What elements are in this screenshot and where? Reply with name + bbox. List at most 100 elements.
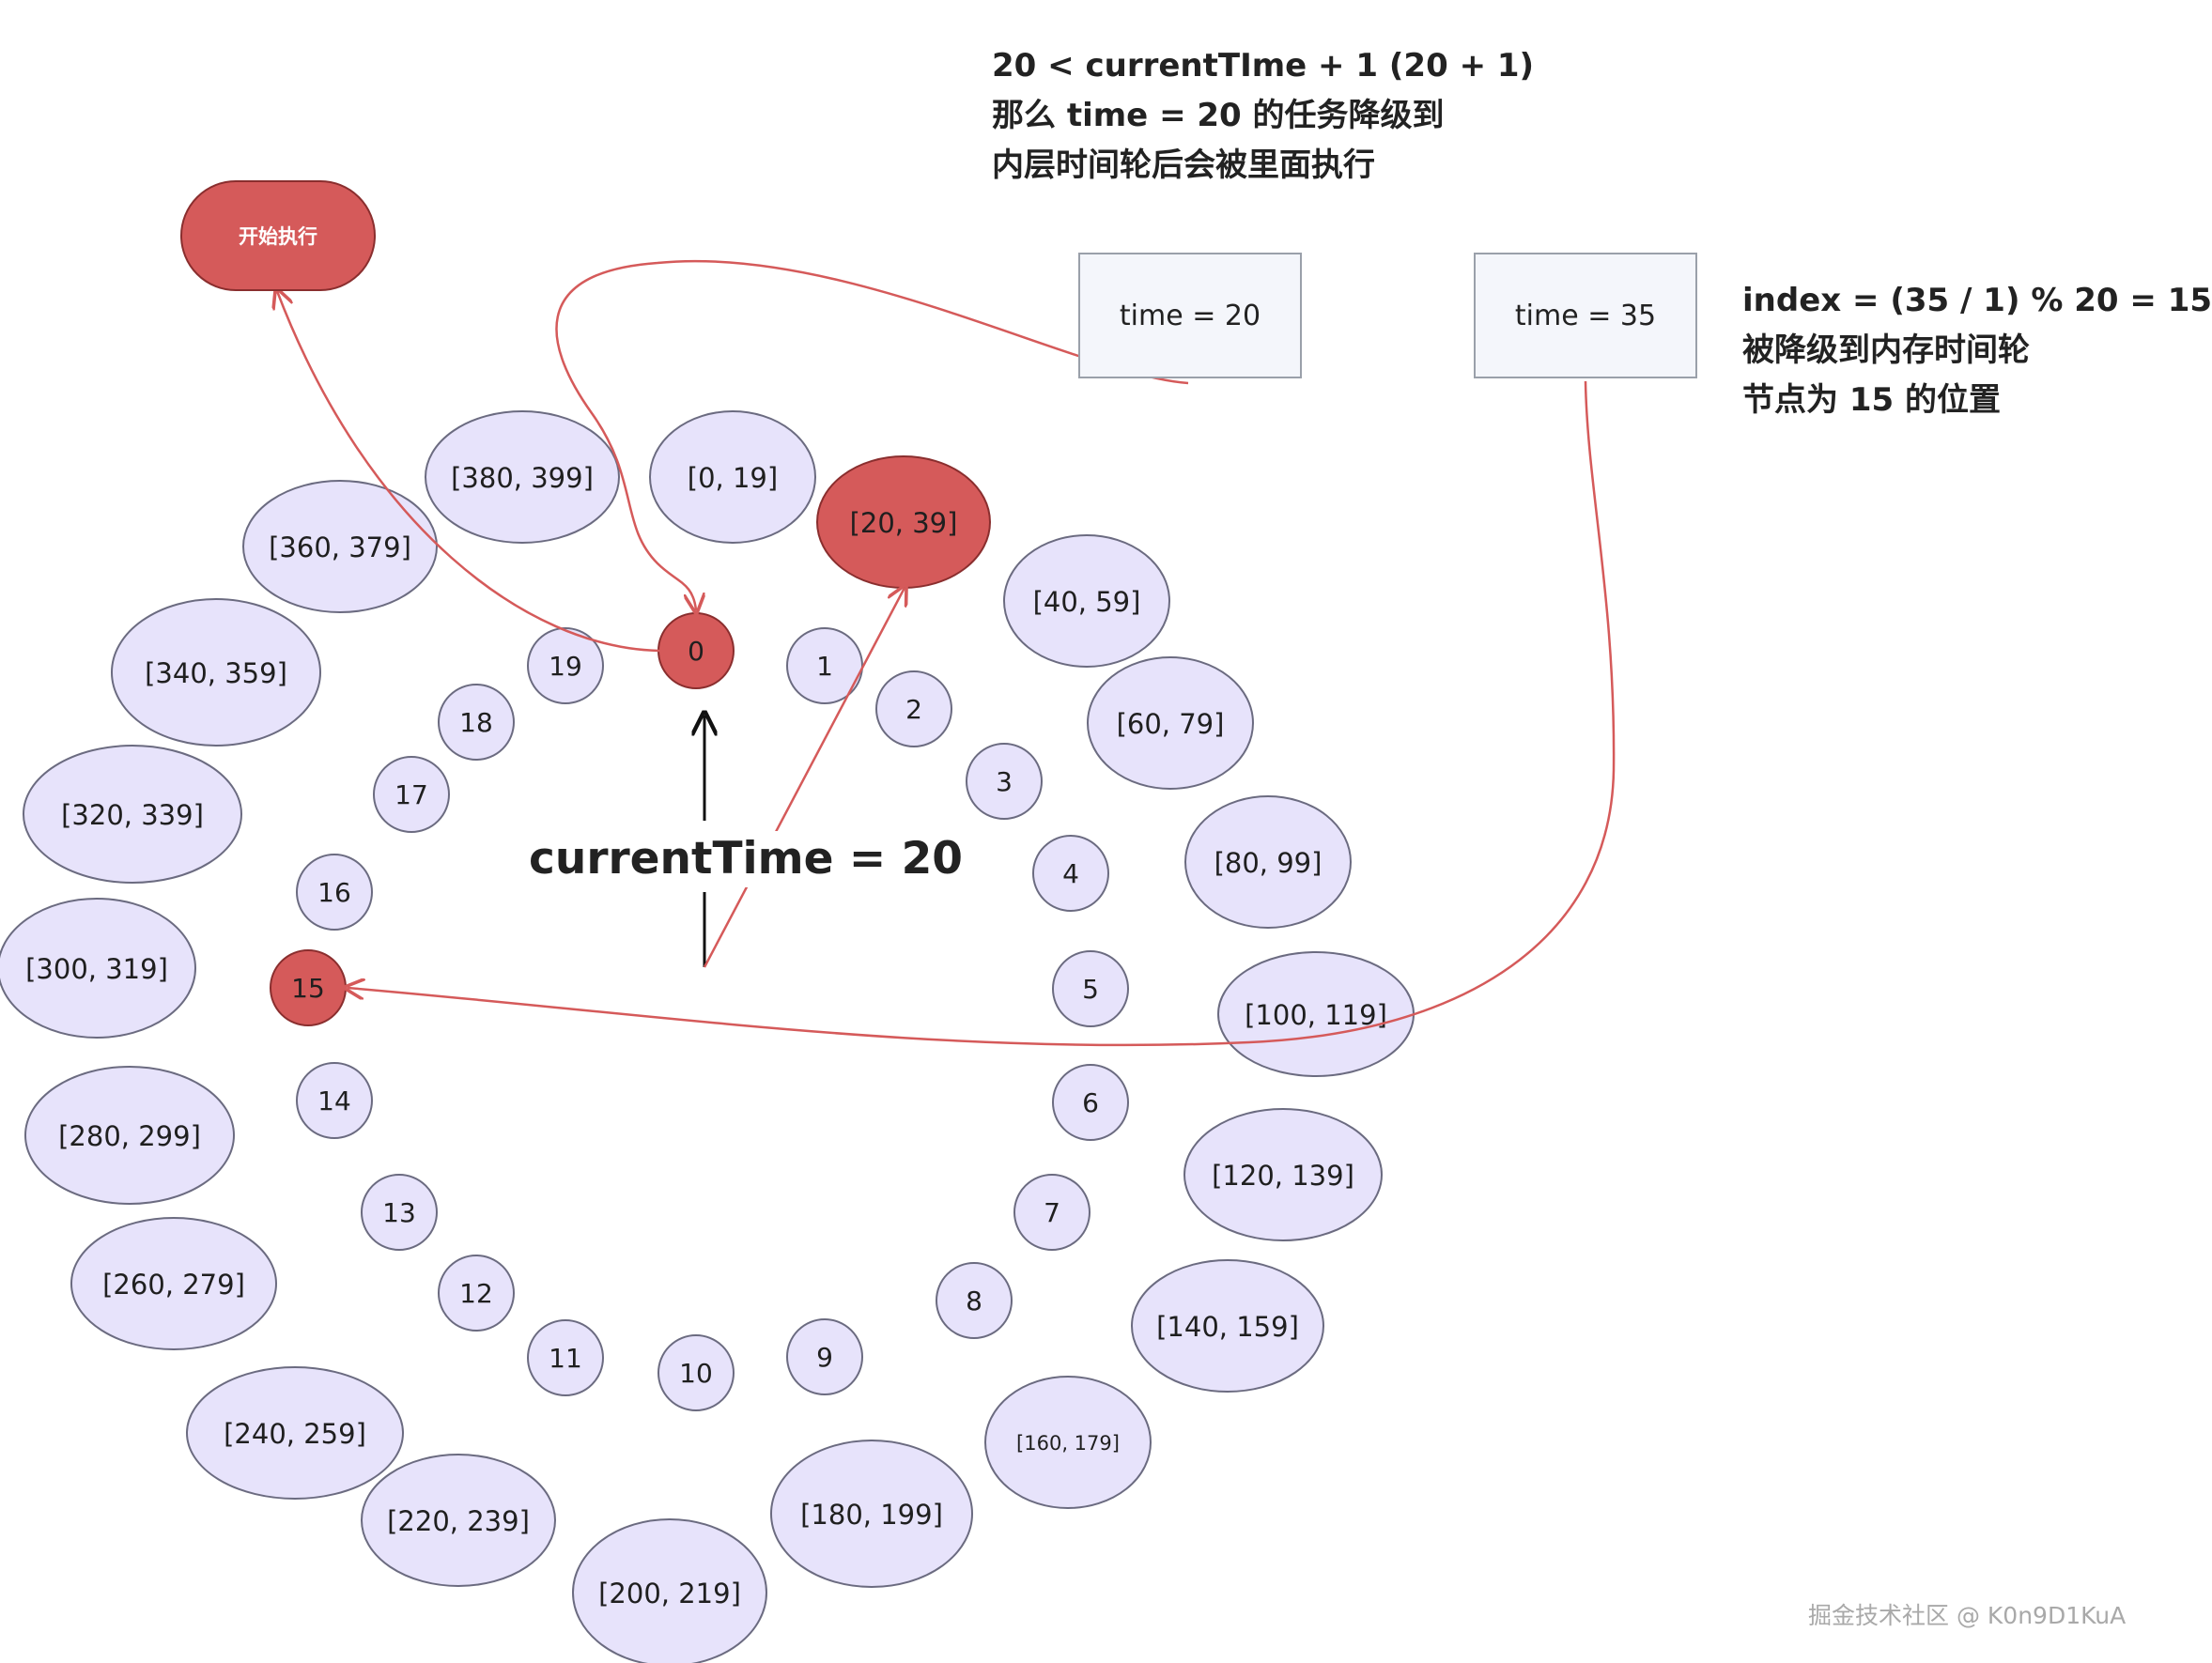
note-top-line: 20 < currentTIme + 1 (20 + 1) [992,47,1535,85]
slot-shape [875,670,952,747]
bucket-node: [360, 379] [242,480,438,613]
bucket-label: [360, 379] [269,531,411,563]
bucket-shape [649,410,816,544]
slot-shape [966,743,1043,820]
bucket-label: [60, 79] [1117,708,1225,740]
slot-node: 0 [657,612,735,689]
slot-node: 13 [361,1174,438,1251]
slot-label: 5 [1082,974,1099,1005]
bucket-node: [320, 339] [23,745,242,884]
slot-shape [786,1318,863,1395]
bucket-shape [23,745,242,884]
bucket-node: [240, 259] [186,1366,404,1500]
slot-node: 16 [296,854,373,931]
slot-label: 19 [549,651,582,682]
slot-shape [373,756,450,833]
note-right: index = (35 / 1) % 20 = 15 被降级到内存时间轮 节点为… [1742,276,2212,425]
bucket-node: [100, 119] [1217,951,1415,1077]
slot-node: 11 [527,1319,604,1396]
start-node-label: 开始执行 [239,225,317,248]
slot-label: 18 [459,707,493,738]
task-box-time-35: time = 35 [1474,253,1697,378]
bucket-label: [260, 279] [102,1269,245,1301]
slot-node: 15 [270,949,347,1026]
slot-label: 10 [679,1358,713,1389]
arrow-time20-to-slot0 [555,259,1189,610]
bucket-node: [120, 139] [1183,1108,1383,1241]
bucket-shape [1183,1108,1383,1241]
bucket-label: [0, 19] [688,462,778,494]
bucket-node: [80, 99] [1184,795,1352,929]
slot-node: 12 [438,1255,515,1332]
flow-arrows [277,259,1616,1047]
arrow-time35-to-slot15 [348,380,1616,1047]
slot-label: 6 [1082,1087,1099,1118]
bucket-shape [242,480,438,613]
watermark: 掘金技术社区 @ K0n9D1KuA [1808,1602,2127,1629]
slot-node: 17 [373,756,450,833]
slot-label: 14 [317,1086,351,1116]
slot-shape [936,1262,1013,1339]
bucket-shape [770,1440,973,1588]
bucket-shape [572,1518,767,1663]
slot-label: 15 [291,973,325,1004]
bucket-label: [160, 179] [1016,1432,1120,1455]
slot-shape [438,684,515,761]
slot-node: 5 [1052,950,1129,1027]
bucket-node: [140, 159] [1131,1259,1324,1393]
slot-label: 9 [816,1342,833,1373]
bucket-shape [24,1066,235,1205]
bucket-label: [100, 119] [1245,999,1387,1031]
bucket-shape [111,598,321,747]
slot-label: 3 [996,766,1013,797]
slot-shape [296,854,373,931]
inner-wheel: 0 1 2 3 4 5 6 7 8 9 10 11 12 13 14 15 16… [270,612,1129,1411]
bucket-label: [340, 359] [145,657,287,689]
bucket-node: [260, 279] [70,1217,277,1350]
bucket-label: [180, 199] [800,1499,943,1531]
slot-node: 19 [527,627,604,704]
slot-node: 4 [1032,835,1109,912]
bucket-node: [300, 319] [0,898,196,1039]
arrow-slot0-to-start [277,291,660,653]
bucket-shape [984,1376,1152,1509]
slot-node: 1 [786,627,863,704]
slot-node: 18 [438,684,515,761]
slot-node: 6 [1052,1064,1129,1141]
bucket-label: [320, 339] [61,799,204,831]
slot-label: 2 [905,694,922,725]
slot-shape [527,1319,604,1396]
arrow-current-to-bucket [703,588,905,968]
slot-label: 4 [1062,858,1079,889]
bucket-label: [80, 99] [1214,847,1323,879]
bucket-node: [180, 199] [770,1440,973,1588]
slot-label: 0 [688,636,704,667]
bucket-node: [380, 399] [425,410,620,544]
slot-label: 11 [549,1343,582,1374]
slot-label: 17 [394,779,428,810]
task-box-label: time = 35 [1514,299,1657,332]
slot-shape [1052,950,1129,1027]
slot-shape [296,1062,373,1139]
bucket-shape [0,898,196,1039]
bucket-node: [40, 59] [1003,534,1170,668]
bucket-label: [40, 59] [1033,586,1141,618]
outer-wheel: [0, 19] [20, 39] [40, 59] [60, 79] [80, … [0,410,1415,1663]
slot-label: 7 [1044,1197,1060,1228]
task-box-label: time = 20 [1119,299,1261,332]
note-right-line: 节点为 15 的位置 [1742,381,2001,419]
bucket-node: [200, 219] [572,1518,767,1663]
bucket-label: [140, 159] [1156,1311,1299,1343]
note-right-line: index = (35 / 1) % 20 = 15 [1742,282,2212,319]
slot-label: 1 [816,651,833,682]
slot-shape [438,1255,515,1332]
slot-node: 7 [1013,1174,1091,1251]
bucket-shape [1003,534,1170,668]
slot-label: 8 [966,1286,982,1317]
slot-node: 2 [875,670,952,747]
timing-wheel-diagram: [0, 19] [20, 39] [40, 59] [60, 79] [80, … [0,259,1616,1663]
bucket-shape [1131,1259,1324,1393]
bucket-label: [220, 239] [387,1505,530,1537]
bucket-shape [425,410,620,544]
bucket-node: [280, 299] [24,1066,235,1205]
